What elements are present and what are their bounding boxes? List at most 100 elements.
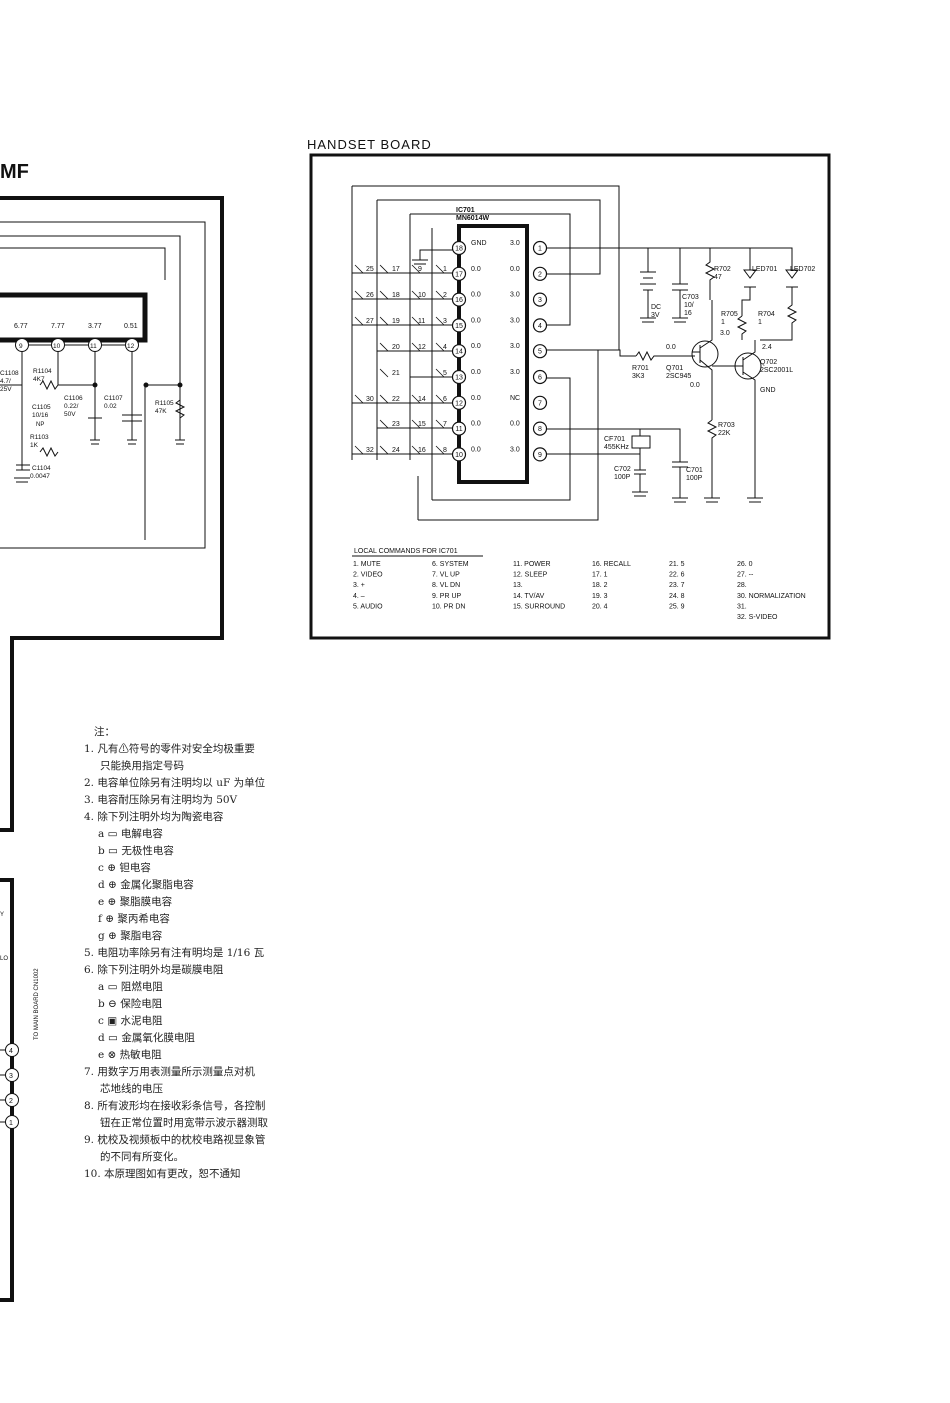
command-5-3: 30. NORMALIZATION [737,593,806,600]
note-6a: a ▭ 阻燃电阻 [98,981,163,993]
ic-pin-8-number: 8 [538,426,542,433]
ic-pin-16-label: 0.0 [471,292,481,299]
note-6c: c ▣ 水泥电阻 [98,1015,163,1027]
c1106-label: C1106 [64,395,83,402]
commands-title: LOCAL COMMANDS FOR IC701 [354,548,458,555]
ic-pin-3-label: 3.0 [510,292,520,299]
command-5-4: 31. [737,603,747,610]
pin-11-number: 11 [90,343,97,350]
pin-10-voltage: 7.77 [51,323,65,330]
ic-pin-12-label: 0.0 [471,395,481,402]
ic-pin-9-label: 3.0 [510,446,520,453]
node-voltage-0-0-emitter: 0.0 [690,382,700,389]
q701-part: 2SC945 [666,373,691,380]
ic-pin-15 [451,318,467,333]
command-3-2: 18. 2 [592,582,608,589]
ic-pin-5-label: 3.0 [510,343,520,350]
ic-pin-17 [451,266,467,281]
key-2: 2 [443,292,447,299]
ic-pin-4 [532,318,548,333]
ic-pin-10-label: 0.0 [471,446,481,453]
note-2: 2. 电容单位除另有注明均以 uF 为单位 [84,777,266,789]
ic-pin-15-label: 0.0 [471,317,481,324]
key-23: 23 [392,421,400,428]
r702-value: 47 [714,274,722,281]
key-15: 15 [418,421,426,428]
r705-value: 1 [721,319,725,326]
command-3-1: 17. 1 [592,572,608,579]
note-9-cont: 的不同有所变化。 [100,1151,184,1163]
key-14: 14 [418,396,426,403]
key-7: 7 [443,421,447,428]
ic-pin-6-number: 6 [538,375,542,382]
r702-label: R702 [714,266,731,273]
pin-10-number: 10 [53,343,61,350]
left-title: MF [0,161,29,183]
key-20: 20 [392,344,400,351]
ic-pin-13-number: 13 [455,375,463,382]
note-4c: c ⊕ 钽电容 [98,862,151,874]
connector-pin-1: 1 [9,1120,13,1127]
key-3: 3 [443,318,447,325]
key-12: 12 [418,344,426,351]
ic-pin-10 [451,447,467,462]
led701-label: LED701 [752,266,777,273]
note-7-cont: 芯地线的电压 [100,1083,163,1095]
c1105-value: 10/16 [32,412,49,419]
r1105-label: R1105 [155,400,174,407]
ic-part: MN6014W [456,215,489,222]
c1108-value-2: 25V [0,386,12,393]
ic-pin-16 [451,292,467,307]
command-2-4: 15. SURROUND [513,603,565,610]
key-arrows [354,264,445,455]
command-1-4: 10. PR DN [432,603,465,610]
key-22: 22 [392,396,400,403]
node-voltage-3-0: 3.0 [720,330,730,337]
note-8: 8. 所有波形均在接收彩条信号，各控制 [84,1100,266,1112]
connector-pin-4: 4 [9,1048,13,1055]
ic-pin-10-number: 10 [455,452,463,459]
command-4-0: 21. 5 [669,561,685,568]
command-3-3: 19. 3 [592,593,608,600]
c701-label: C701 [686,467,703,474]
r701-value: 3K3 [632,373,645,380]
ic-pin-1-number: 1 [538,246,542,253]
command-1-0: 6. SYSTEM [432,561,469,568]
key-4: 4 [443,344,447,351]
ic-pin-2 [532,266,548,281]
r704-label: R704 [758,311,775,318]
command-4-3: 24. 8 [669,593,685,600]
note-6d: d ▭ 金属氧化膜电阻 [98,1032,195,1044]
ic-pin-8-label: 0.0 [510,421,520,428]
command-4-4: 25. 9 [669,603,685,610]
c703-label: C703 [682,294,699,301]
key-5: 5 [443,370,447,377]
note-4g: g ⊕ 聚脂电容 [98,930,163,942]
c1106-value-1: 0.22/ [64,403,79,410]
ic-name: IC701 [456,207,475,214]
command-2-0: 11. POWER [513,561,551,568]
r704-value: 1 [758,319,762,326]
note-3: 3. 电容耐压除另有注明均为 50V [84,794,238,806]
ic-pin-4-number: 4 [538,323,542,330]
ic-pin-9-number: 9 [538,452,542,459]
ic-pin-7 [532,395,548,410]
command-2-3: 14. TV/AV [513,593,545,600]
connector-pin-2: 2 [9,1098,13,1105]
command-5-1: 27. -- [737,572,754,579]
command-0-4: 5. AUDIO [353,603,383,610]
ic-pin-9 [532,447,548,462]
gnd-label: GND [760,387,776,394]
note-4: 4. 除下列注明外均为陶瓷电容 [84,811,224,823]
key-27: 27 [366,318,374,325]
ic-left-pins: 18GND170.0160.0150.0140.0130.0120.0110.0… [451,240,487,462]
command-1-2: 8. VL DN [432,582,460,589]
ic-pin-15-number: 15 [455,323,463,330]
command-5-2: 28. [737,582,747,589]
key-32: 32 [366,447,374,454]
note-10: 10. 本原理图如有更改，恕不通知 [84,1168,241,1180]
c1107-label: C1107 [104,395,123,402]
